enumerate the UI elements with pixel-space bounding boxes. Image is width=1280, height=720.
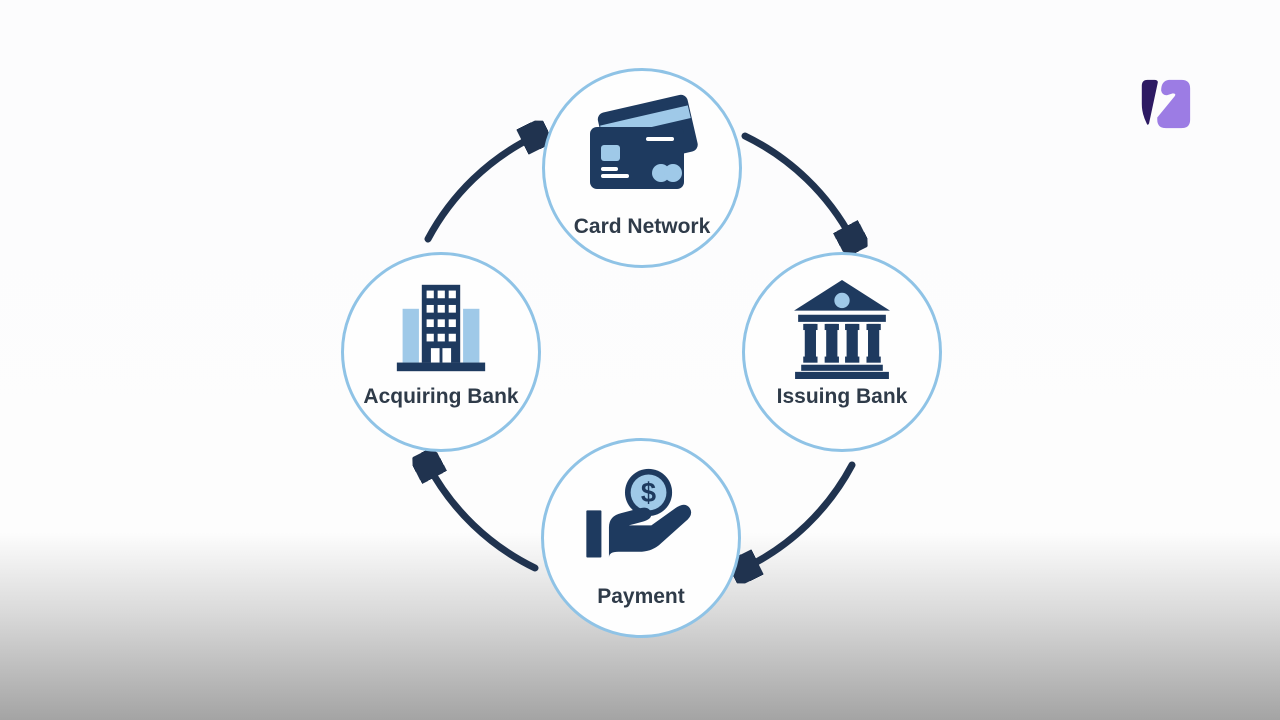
node-issuing-bank: Issuing Bank <box>742 252 942 452</box>
node-card-network: Card Network <box>542 68 742 268</box>
arrow-cardnetwork-to-issuing <box>741 132 852 239</box>
node-label: Issuing Bank <box>776 385 908 408</box>
node-payment: $ Payment <box>541 438 741 638</box>
dollar-sign: $ <box>641 477 656 508</box>
brand-logo <box>1141 79 1191 129</box>
hand-coin-icon: $ <box>586 468 692 558</box>
node-label: Card Network <box>573 215 711 238</box>
arrow-acquiring-to-cardnetwork <box>424 136 535 243</box>
node-label: Payment <box>597 585 685 608</box>
node-label: Acquiring Bank <box>363 385 519 408</box>
office-building-icon <box>396 284 486 372</box>
bank-columns-icon <box>794 280 890 379</box>
arrow-payment-to-acquiring <box>428 465 539 572</box>
credit-cards-icon <box>590 94 698 189</box>
node-acquiring-bank: Acquiring Bank <box>341 252 541 452</box>
arrow-issuing-to-payment <box>745 461 856 568</box>
